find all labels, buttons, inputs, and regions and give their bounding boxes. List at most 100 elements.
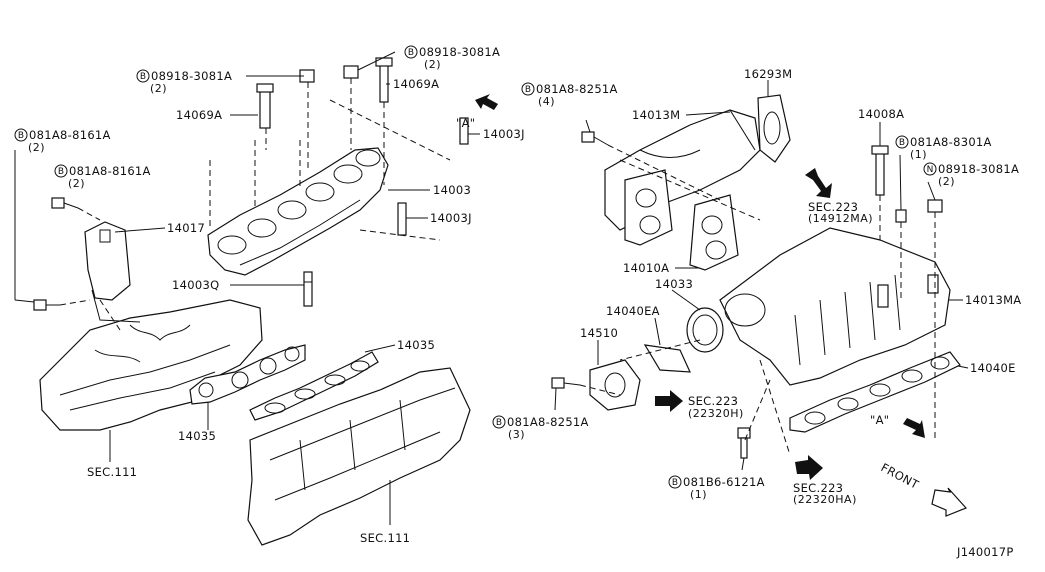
callout-lines: [14, 51, 969, 525]
intake-manifold-14003-drawing: [207, 147, 389, 276]
nut-badge-icon: [923, 162, 937, 176]
label-sec-111-right: SEC.111: [360, 531, 410, 545]
label-14013m: 14013M: [632, 108, 680, 122]
assembly-guides-left: [59, 78, 451, 331]
label-14035-bottom: 14035: [178, 429, 216, 443]
label-14040ea: 14040EA: [606, 304, 660, 318]
label-14008a: 14008A: [858, 107, 904, 121]
bolt-badge-letter: B: [58, 167, 64, 177]
label-14003q: 14003Q: [172, 278, 219, 292]
bolt-badge-icon: [14, 128, 28, 142]
arrow-sec-223-22320h: [655, 390, 683, 412]
label-16293m: 16293M: [744, 67, 792, 81]
bolt-badge-icon: [895, 135, 909, 149]
diagram-ref-code: J140017P: [956, 545, 1014, 559]
label-14040e: 14040E: [970, 361, 1016, 375]
label-081a8-8301a-qty: (1): [910, 148, 927, 161]
label-sec-223-22320h: SEC.223: [688, 394, 738, 408]
cylinder-head-right-drawing: [247, 367, 471, 546]
bolt-081a8-8251a-bot-drawing: [551, 377, 581, 389]
label-front: FRONT: [879, 460, 922, 492]
label-sec-223-22320ha-sub: (22320HA): [793, 493, 857, 506]
label-sec-223-22320ha: SEC.223: [793, 481, 843, 495]
stud-14008a-drawing: [871, 145, 889, 196]
label-14510: 14510: [580, 326, 618, 340]
bolt-badge-icon: [521, 82, 535, 96]
bolt-081a8-8161a-top-drawing: [33, 299, 60, 311]
cylinder-head-left-drawing: [39, 299, 263, 431]
label-081a8-8251a-bot: 081A8-8251A: [507, 415, 589, 429]
label-14003j-mid: 14003J: [430, 211, 472, 225]
label-081a8-8301a: 081A8-8301A: [910, 135, 992, 149]
label-sec-223-14912ma: SEC.223: [808, 200, 858, 214]
bolt-badge-letter: B: [672, 478, 678, 488]
gasket-14033-drawing: [686, 307, 724, 353]
gasket-14010a-drawing: [624, 169, 739, 271]
label-sec-223-14912ma-sub: (14912MA): [808, 212, 873, 225]
label-14010a: 14010A: [623, 261, 669, 275]
bolt-081a8-8161a-mid-drawing: [51, 197, 79, 209]
bolt-badge-letter: B: [496, 418, 502, 428]
gasket-14035-upper-drawing: [249, 351, 379, 421]
label-081b6-6121a-qty: (1): [690, 488, 707, 501]
sensor-14003q-drawing: [303, 271, 313, 307]
bolt-badge-letter: B: [18, 131, 24, 141]
bolt-badge-icon: [404, 45, 418, 59]
stud-14069a-right-drawing: [375, 57, 393, 103]
label-08918-3081a-left-qty: (2): [150, 82, 167, 95]
label-14003j-top: 14003J: [483, 127, 525, 141]
bolt-081b6-6121a-drawing: [737, 427, 751, 459]
label-14035-top: 14035: [397, 338, 435, 352]
nut-badge-letter: N: [927, 165, 934, 175]
front-arrow: [931, 487, 968, 517]
arrow-view-a-bottom: [903, 418, 925, 438]
label-08918-3081a-top: 08918-3081A: [419, 45, 500, 59]
label-081a8-8161a-top: 081A8-8161A: [29, 128, 111, 142]
bolt-badge-letter: B: [140, 72, 146, 82]
gasket-14035-lower-drawing: [189, 344, 306, 405]
bolt-081a8-8251a-top-drawing: [581, 131, 609, 146]
nut-08918-3081a-drawing: [927, 199, 943, 213]
label-081a8-8161a-top-qty: (2): [28, 141, 45, 154]
stud-14069a-left-drawing: [256, 83, 274, 129]
gasket-14040e-drawing: [789, 351, 961, 433]
throttle-body-14510-drawing: [589, 359, 641, 411]
label-sec-111-left: SEC.111: [87, 465, 137, 479]
plug-14003j-top-drawing: [459, 117, 469, 145]
bolt-badge-letter: B: [899, 138, 905, 148]
label-view-a-bottom: "A": [870, 413, 889, 427]
label-08918-3081a-top-qty: (2): [424, 58, 441, 71]
label-n-08918-3081a-qty: (2): [938, 175, 955, 188]
plug-14003j-mid-drawing: [397, 202, 407, 236]
label-sec-223-22320h-sub: (22320H): [688, 407, 744, 420]
label-081a8-8251a-bot-qty: (3): [508, 428, 525, 441]
label-14069a-right: 14069A: [393, 77, 439, 91]
nut-right-drawing: [343, 65, 359, 79]
bolt-badge-letter: B: [408, 48, 414, 58]
arrow-sec-223-14912ma: [805, 168, 832, 198]
label-081b6-6121a: 081B6-6121A: [683, 475, 765, 489]
bolt-badge-icon: [668, 475, 682, 489]
label-14069a-left: 14069A: [176, 108, 222, 122]
label-n-08918-3081a: 08918-3081A: [938, 162, 1019, 176]
arrow-sec-223-22320ha: [795, 455, 823, 480]
assembly-guides-right: [579, 144, 936, 456]
label-14017: 14017: [167, 221, 205, 235]
arrow-view-a-top: [475, 94, 498, 110]
gasket-14040ea-drawing: [643, 344, 691, 373]
label-14033: 14033: [655, 277, 693, 291]
bolt-badge-letter: B: [525, 85, 531, 95]
bolt-badge-icon: [54, 164, 68, 178]
bolt-badge-icon: [492, 415, 506, 429]
label-view-a-top: "A": [456, 116, 475, 130]
label-081a8-8251a-top-qty: (4): [538, 95, 555, 108]
label-08918-3081a-left: 08918-3081A: [151, 69, 232, 83]
bolt-081a8-8301a-drawing: [895, 209, 907, 223]
label-14003: 14003: [433, 183, 471, 197]
bolt-badge-icon: [136, 69, 150, 83]
bracket-14017-drawing: [84, 221, 141, 323]
label-14013ma: 14013MA: [965, 293, 1021, 307]
label-081a8-8251a-top: 081A8-8251A: [536, 82, 618, 96]
gasket-16293m-drawing: [757, 94, 791, 163]
